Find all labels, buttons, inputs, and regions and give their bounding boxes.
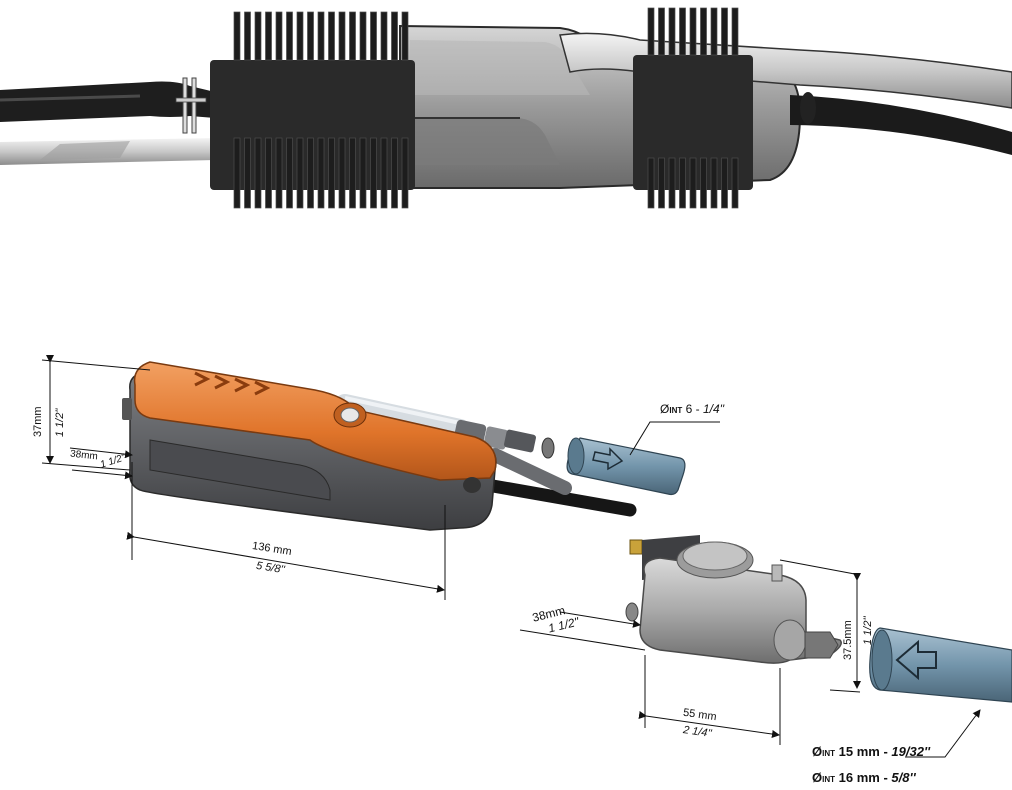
chevron-marks [194, 371, 271, 396]
heatsink-fin [254, 137, 262, 209]
heatsink-fin [359, 11, 367, 61]
mini-pump-height-imperial: 1 1/2" [54, 408, 66, 437]
heatsink-fin [721, 7, 728, 56]
heatsink-fin [265, 137, 272, 209]
heatsink-fin [275, 137, 283, 209]
diameter-symbol: Ø [660, 402, 670, 416]
heatsink-fin [296, 137, 304, 209]
large-tube-diameter-b-imperial: 5/8'' [891, 770, 916, 785]
dimension-lines [41, 355, 981, 758]
heatsink-fin [668, 7, 676, 56]
heatsink-fin [668, 157, 676, 209]
heatsink-fin [254, 11, 262, 61]
mini-pump-height-metric: 37mm [32, 406, 44, 437]
large-tube-diameter-b-metric: 16 mm [838, 770, 880, 785]
heatsink-fin [265, 11, 272, 61]
left-heatsink [210, 11, 415, 209]
heatsink-fin [328, 137, 335, 209]
heatsink-fin [370, 137, 377, 209]
heatsink-fin [233, 137, 241, 209]
int-subscript-b: INT [822, 775, 836, 784]
heatsink-fin [700, 7, 707, 56]
heatsink-fin [731, 157, 739, 209]
small-tube-diameter-imperial: 1/4'' [702, 402, 725, 416]
heatsink-fin [679, 7, 686, 56]
heatsink-fin [317, 11, 325, 61]
diameter-symbol-b: Ø [812, 770, 823, 785]
heatsink-fin [349, 11, 356, 61]
heatsink-fin [286, 11, 293, 61]
heatsink-fin [233, 11, 241, 61]
large-tube-diameter-a-metric: 15 mm [838, 744, 880, 759]
heatsink-fin [658, 157, 665, 209]
small-tube [566, 437, 686, 496]
reservoir-height-metric: 37.5mm [842, 620, 854, 660]
heatsink-fin [338, 137, 346, 209]
heatsink-fin [689, 157, 697, 209]
large-tube-diameter-a: ØINT 15 mm - 19/32'' [812, 744, 931, 759]
int-subscript: INT [669, 406, 683, 415]
heatsink-fin [244, 137, 251, 209]
heatsink-fin [658, 7, 665, 56]
heatsink-fin [710, 157, 718, 209]
heatsink-fin [679, 157, 686, 209]
small-tube-diameter-metric: 6 [685, 402, 693, 416]
heatsink-fin [647, 7, 655, 56]
heatsink-fin [391, 137, 398, 209]
heatsink-fin [244, 11, 251, 61]
heatsink-fin [275, 11, 283, 61]
small-tube-diameter: ØINT 6 - 1/4'' [660, 402, 725, 416]
flow-arrow-icon [592, 447, 624, 471]
heatsink-fin [307, 11, 314, 61]
heatsink-fin [721, 157, 728, 209]
heatsink-fin [286, 137, 293, 209]
top-assembly [0, 7, 1012, 209]
reservoir-unit [625, 535, 842, 664]
right-heatsink [633, 7, 753, 209]
heatsink-fin [338, 11, 346, 61]
heatsink-fin [359, 137, 367, 209]
heatsink-fin [689, 7, 697, 56]
reservoir-height-imperial: 1 1/2'' [862, 616, 874, 645]
heatsink-fin [401, 11, 409, 61]
heatsink-fin [731, 7, 739, 56]
int-subscript-a: INT [822, 749, 836, 758]
mini-pump [122, 361, 637, 531]
heatsink-fin [401, 137, 409, 209]
heatsink-fin [307, 137, 314, 209]
flow-arrow-icon-large [895, 639, 937, 681]
heatsink-fin [349, 137, 356, 209]
heatsink-fin [710, 7, 718, 56]
heatsink-fin [700, 157, 707, 209]
heatsink-fin [296, 11, 304, 61]
diameter-symbol-a: Ø [812, 744, 823, 759]
heatsink-fin [328, 11, 335, 61]
heatsink-fin [370, 11, 377, 61]
connector-pins [175, 77, 207, 134]
heatsink-fin [317, 137, 325, 209]
large-tube-diameter-a-imperial: 19/32'' [891, 744, 931, 759]
heatsink-fin [380, 11, 388, 61]
large-tube-diameter-b: ØINT 16 mm - 5/8'' [812, 770, 916, 785]
large-tube [869, 627, 1012, 703]
left-cables [0, 77, 215, 165]
heatsink-fin [391, 11, 398, 61]
heatsink-fin [647, 157, 655, 209]
heatsink-fin [380, 137, 388, 209]
